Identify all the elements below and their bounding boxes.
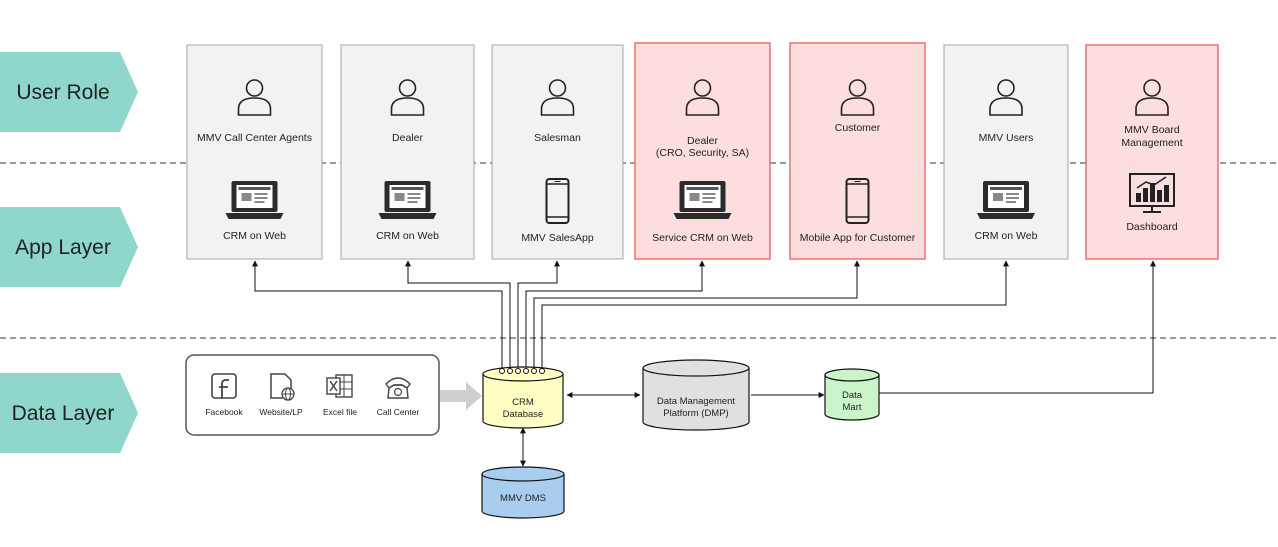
app-label: CRM on Web — [975, 230, 1038, 242]
user-icon — [685, 79, 720, 116]
role-label: MMV Call Center Agents — [197, 132, 312, 144]
column-box — [789, 42, 926, 260]
app-label: MMV SalesApp — [521, 232, 594, 244]
source-label: Call Center — [377, 407, 420, 417]
mart-label-line2: Mart — [843, 402, 862, 413]
column-box — [943, 44, 1069, 260]
source-label: Facebook — [205, 407, 243, 417]
user-icon — [390, 79, 425, 116]
column-4: Dealer(CRO, Security, SA) Service CRM on … — [634, 42, 771, 260]
role-label: Dealer — [687, 135, 718, 147]
laptop-icon — [673, 181, 732, 219]
layer-tag-data-layer: Data Layer — [0, 373, 138, 453]
role-label: Customer — [835, 122, 881, 134]
layer-tag-user-role: User Role — [0, 52, 138, 132]
dmp-label-line2: Platform (DMP) — [663, 408, 728, 419]
user-icon — [540, 79, 575, 116]
layer-tag-app-layer: App Layer — [0, 207, 138, 287]
crm-label-line2: Database — [503, 409, 544, 420]
website-icon — [270, 373, 295, 401]
layer-tag-label: App Layer — [15, 236, 111, 259]
role-sublabel: (CRO, Security, SA) — [656, 147, 749, 159]
app-label: Dashboard — [1126, 221, 1178, 233]
crm-label-line1: CRM — [512, 397, 534, 408]
laptop-icon — [977, 181, 1035, 219]
phone-icon — [845, 178, 870, 224]
sources-to-crm-arrow — [440, 382, 482, 410]
telephone-icon — [385, 377, 411, 399]
dmp-database: Data Management Platform (DMP) — [642, 359, 750, 431]
user-icon — [989, 79, 1023, 116]
mart-label-line1: Data — [842, 390, 863, 401]
role-label: Dealer — [392, 132, 423, 144]
column-box — [491, 44, 624, 260]
column-box — [634, 42, 771, 260]
source-facebook: Facebook — [205, 373, 243, 417]
mmv-dms-database: MMV DMS — [481, 466, 565, 519]
source-label: Excel file — [323, 407, 357, 417]
layer-tag-label: Data Layer — [12, 402, 115, 425]
data-mart-database: Data Mart — [824, 368, 880, 421]
excel-icon — [326, 374, 353, 398]
source-telephone: Call Center — [377, 377, 420, 417]
role-sublabel: Management — [1121, 137, 1182, 149]
crm-connector-dots — [499, 368, 545, 374]
source-label: Website/LP — [259, 407, 303, 417]
source-website: Website/LP — [259, 373, 303, 417]
dms-label: MMV DMS — [500, 493, 546, 504]
facebook-icon — [211, 373, 237, 399]
source-excel: Excel file — [323, 374, 357, 417]
app-label: Service CRM on Web — [652, 232, 753, 244]
role-label: MMV Users — [979, 132, 1034, 144]
phone-icon — [545, 178, 570, 224]
laptop-icon — [225, 181, 284, 219]
layer-tag-label: User Role — [16, 81, 109, 104]
column-box — [186, 44, 323, 260]
role-label: MMV Board — [1124, 124, 1180, 136]
dashboard-chart-icon — [1129, 173, 1175, 213]
connectors — [252, 260, 1156, 467]
app-label: CRM on Web — [223, 230, 286, 242]
laptop-icon — [378, 181, 437, 219]
user-icon — [1135, 79, 1169, 116]
dmp-label-line1: Data Management — [657, 396, 736, 407]
role-label: Salesman — [534, 132, 581, 144]
user-icon — [840, 79, 875, 116]
crm-database: CRM Database — [482, 366, 564, 429]
app-label: Mobile App for Customer — [800, 232, 916, 244]
app-label: CRM on Web — [376, 230, 439, 242]
column-box — [340, 44, 475, 260]
data-sources-panel: Facebook Website/LP Excel file Call Center — [185, 354, 440, 436]
user-icon — [237, 79, 272, 116]
